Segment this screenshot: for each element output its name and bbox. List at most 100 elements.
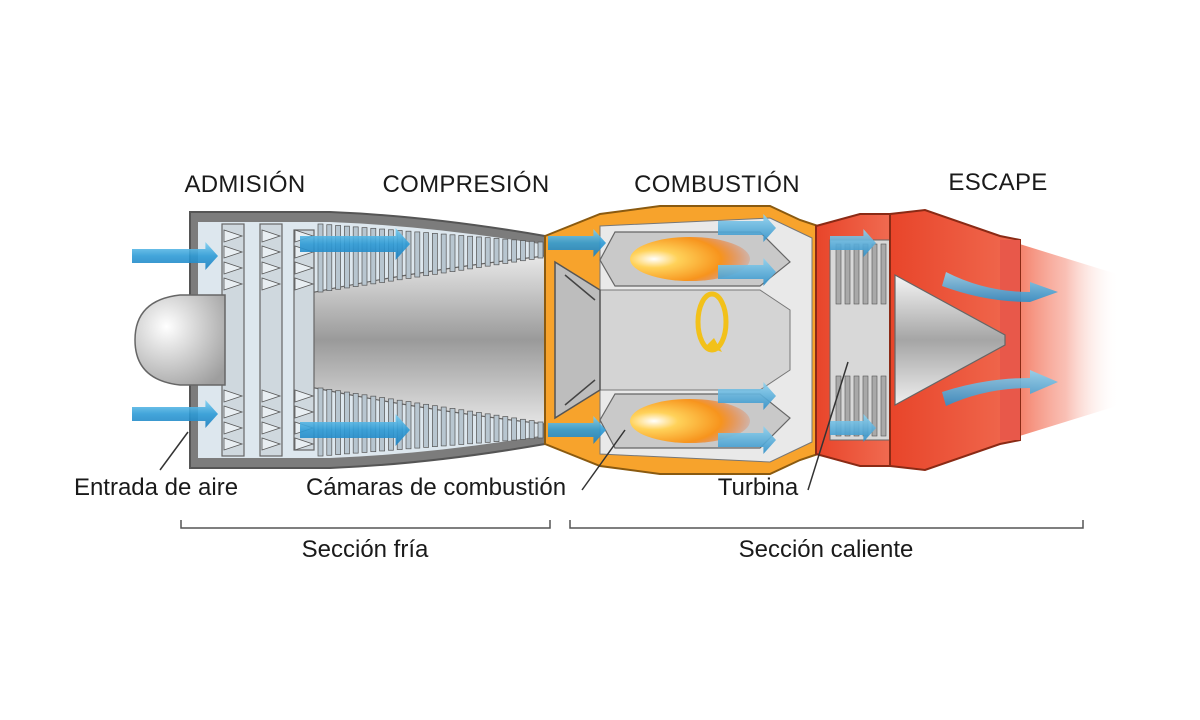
- turbine-blade: [853, 375, 860, 437]
- inlet-arrow-upper: [132, 242, 218, 270]
- fan-blade: [223, 421, 244, 435]
- combustor-inflow-lower: [548, 416, 606, 444]
- compressor-blade: [537, 421, 544, 439]
- label-combustion-chambers: Cámaras de combustión: [306, 474, 566, 501]
- section-brackets: [180, 520, 1084, 529]
- rotation-arrow: [695, 291, 729, 353]
- stage-title-intake: ADMISIÓN: [184, 171, 305, 198]
- compressor-blade: [458, 235, 465, 271]
- compressor-blade: [520, 240, 526, 262]
- fan-blade: [223, 245, 244, 259]
- fan-blade: [261, 437, 282, 451]
- turbine-blade: [853, 243, 860, 305]
- burner-arrow-2: [718, 258, 776, 286]
- compressor-blade: [388, 229, 394, 282]
- compressor-blade: [502, 238, 509, 264]
- exhaust-arrow-lower: [942, 370, 1058, 406]
- compressor-blade: [405, 401, 412, 450]
- turbine-blade: [844, 243, 851, 305]
- turbine-arrow-upper: [830, 229, 876, 257]
- label-turbine: Turbina: [718, 474, 799, 501]
- compressor-blade: [484, 237, 491, 267]
- fan-blade: [261, 405, 282, 419]
- compressor-blade: [432, 233, 438, 275]
- fan-blade: [223, 229, 244, 243]
- turbine-blade: [835, 243, 842, 305]
- bracket-hot-section: [569, 520, 1084, 529]
- fan-blade: [223, 277, 244, 291]
- compressor-blade: [423, 403, 429, 448]
- fan-blade: [294, 405, 315, 419]
- fan-blade: [294, 389, 315, 403]
- fan-blade: [294, 277, 315, 291]
- compressor-arrow-upper: [300, 228, 410, 260]
- compressor-blade: [476, 412, 482, 444]
- fan-blade: [223, 437, 244, 451]
- burner-arrow-1: [718, 214, 776, 242]
- compressor-blade: [344, 225, 350, 289]
- inlet-arrow-lower: [132, 400, 218, 428]
- label-cold-section: Sección fría: [302, 536, 429, 563]
- compressor-blade: [520, 418, 526, 440]
- compressor-blade: [502, 416, 509, 442]
- stage-title-exhaust: ESCAPE: [948, 169, 1047, 196]
- bracket-cold-section: [180, 520, 551, 529]
- compressor-blade: [414, 231, 421, 278]
- exhaust-arrow-upper: [942, 272, 1058, 302]
- compressor-blade: [511, 417, 517, 441]
- compressor-blade: [476, 236, 482, 268]
- compressor-blade: [352, 226, 359, 287]
- compressor-arrow-lower: [300, 414, 410, 446]
- compressor-blade: [449, 234, 456, 272]
- compressor-blade: [458, 409, 465, 445]
- compressor-blade: [528, 420, 535, 440]
- airflow-arrows: [132, 214, 1058, 454]
- turbine-blade: [835, 375, 842, 437]
- leader-lines: [159, 361, 849, 491]
- compressor-blade: [484, 413, 491, 443]
- compressor-blade: [511, 239, 517, 263]
- label-hot-section: Sección caliente: [739, 536, 914, 563]
- combustor-inflow-upper: [548, 229, 606, 257]
- burner-arrow-3: [718, 382, 776, 410]
- fan-blade: [223, 405, 244, 419]
- compressor-blade: [370, 227, 377, 285]
- fan-blade: [223, 389, 244, 403]
- turbine-arrow-lower: [830, 414, 876, 442]
- compressor-blade: [414, 402, 421, 449]
- fan-blade: [261, 421, 282, 435]
- compressor-blade: [467, 235, 473, 270]
- label-air-inlet: Entrada de aire: [74, 474, 238, 501]
- burner-arrow-4: [718, 426, 776, 454]
- fan-blade: [261, 245, 282, 259]
- compressor-blade: [493, 238, 500, 266]
- compressor-blade: [528, 240, 535, 260]
- stage-title-combustion: COMBUSTIÓN: [634, 171, 800, 198]
- compressor-blade: [467, 410, 473, 445]
- compressor-blade: [537, 241, 544, 259]
- fan-blade: [261, 389, 282, 403]
- nose-spinner: [134, 294, 226, 386]
- turbine-blade: [871, 375, 878, 437]
- fan-blade: [261, 277, 282, 291]
- fan-blade: [294, 261, 315, 275]
- fan-blade: [261, 229, 282, 243]
- intake-fan: [221, 223, 315, 457]
- flame-lower: [630, 399, 750, 443]
- compressor-blade: [361, 227, 368, 286]
- compressor-blade: [432, 405, 438, 447]
- compressor-blade: [440, 406, 447, 447]
- turbine-blade: [880, 243, 887, 305]
- compressor-blade: [449, 408, 456, 446]
- fan-blade: [261, 261, 282, 275]
- turbine-blade: [871, 243, 878, 305]
- compressor-blade: [317, 223, 324, 293]
- compressor-blade: [379, 228, 385, 283]
- compressor-blade: [423, 232, 429, 277]
- stage-title-compression: COMPRESIÓN: [382, 171, 549, 198]
- tail-cone: [894, 273, 1006, 407]
- fan-teeth: [223, 229, 315, 451]
- compressor-blade: [326, 224, 333, 291]
